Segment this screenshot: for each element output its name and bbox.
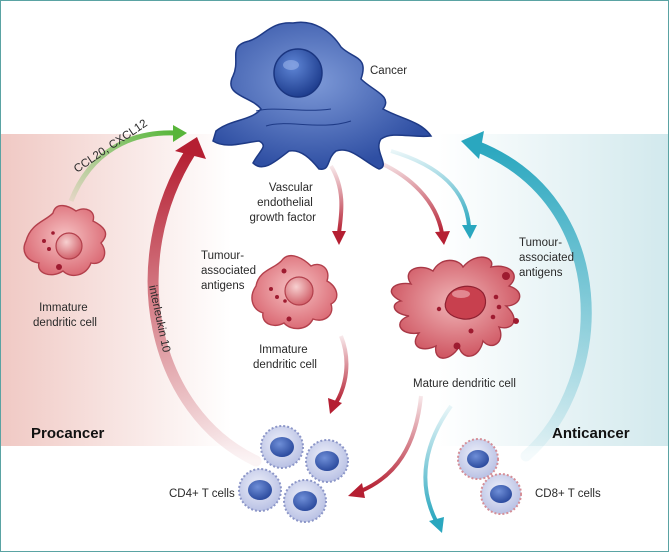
procancer-panel [1, 134, 231, 446]
taa-left-line: Tumour- [201, 250, 244, 262]
cancer-label: Cancer [370, 65, 407, 77]
taa-right-line: Tumour- [519, 237, 562, 249]
vegf-line: endothelial [257, 197, 313, 209]
interleukin-arrow [147, 137, 262, 467]
cd4-label: CD4+ T cells [169, 488, 235, 500]
taa-left-line: antigens [201, 280, 245, 292]
immature-dc-left-line: dendritic cell [33, 317, 97, 329]
vegf-arrow [329, 164, 346, 245]
immature-dc-center-line: dendritic cell [253, 359, 317, 371]
vegf-line: growth factor [250, 212, 317, 224]
anticancer-return-arrow [461, 131, 592, 462]
anticancer-label: Anticancer [552, 425, 630, 442]
immature-dc-left-line: Immature [39, 302, 88, 314]
cancer-to-mature-arrow [375, 159, 450, 245]
immature-dc-center-line: Immature [259, 344, 308, 356]
immature-dendritic-cell-left [23, 204, 107, 277]
dc-to-cd4-arrow [328, 335, 349, 414]
taa-right-line: associated [519, 252, 574, 264]
taa-left-label: Tumour- associated antigens [201, 250, 259, 292]
cd8-t-cell [480, 473, 522, 515]
immature-dendritic-cell-center [251, 255, 338, 330]
immature-dc-left-label: Immature dendritic cell [33, 302, 97, 329]
cd4-t-cell [260, 425, 304, 469]
cd4-t-cell [283, 479, 327, 523]
taa-left-line: associated [201, 265, 256, 277]
cd8-t-cells [457, 438, 522, 515]
cd4-t-cell [238, 468, 282, 512]
cd4-t-cells [238, 425, 349, 523]
taa-right-line: antigens [519, 267, 563, 279]
chemokine-arrow [68, 125, 187, 202]
mature-to-cd8-arrow [423, 404, 453, 533]
cd8-label: CD8+ T cells [535, 488, 601, 500]
taa-right-label: Tumour- associated antigens [519, 237, 577, 279]
cd4-t-cell [305, 439, 349, 483]
mature-dc-label: Mature dendritic cell [413, 378, 516, 390]
cd8-t-cell [457, 438, 499, 480]
immature-dc-center-label: Immature dendritic cell [253, 344, 317, 371]
vegf-line: Vascular [269, 182, 313, 194]
procancer-label: Procancer [31, 425, 105, 442]
mature-dendritic-cell [390, 256, 521, 359]
cancer-cell [212, 21, 433, 170]
cancer-to-mature-teal-arrow [390, 149, 477, 239]
vegf-label: Vascular endothelial growth factor [250, 182, 317, 224]
mature-to-cd4-arrow [348, 395, 423, 498]
